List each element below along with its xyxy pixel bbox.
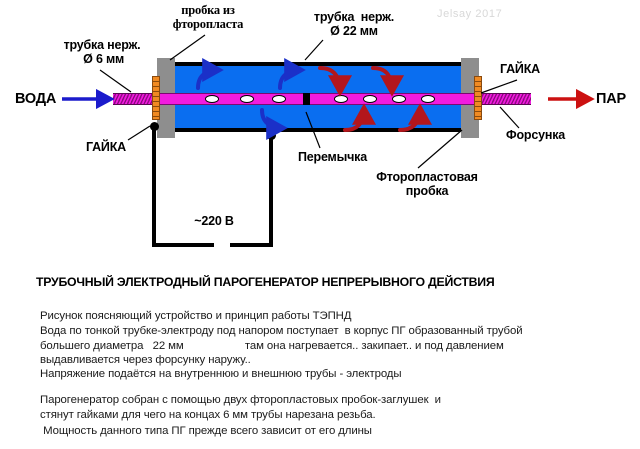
label-nozzle: Форсунка xyxy=(506,128,566,142)
body-line-7: стянут гайками для чего на концах 6 мм т… xyxy=(40,409,376,421)
tube-hole xyxy=(421,95,435,103)
leader-outer-tube xyxy=(304,39,324,61)
label-outer-tube: трубка нерж. Ø 22 мм xyxy=(313,10,395,38)
body-line-4: выдавливается через форсунку наружу.. xyxy=(40,354,251,366)
tube-hole xyxy=(272,95,286,103)
mains-voltage-label: ~220 В xyxy=(194,214,234,228)
leader-ptfe-plug-top xyxy=(169,34,206,61)
label-ptfe-plug-right: Фторопластовая пробка xyxy=(376,170,478,198)
jumper-block xyxy=(303,93,312,105)
body-line-5: Напряжение подаётся на внутреннюю и внеш… xyxy=(40,368,402,380)
inlet-threaded-tube xyxy=(113,93,161,105)
tube-hole xyxy=(392,95,406,103)
label-jumper: Перемычка xyxy=(298,150,367,164)
leader-nut-right xyxy=(480,79,518,94)
terminal-inner-electrode xyxy=(150,122,159,131)
inner-tube-left-section xyxy=(159,93,307,105)
tube-hole xyxy=(334,95,348,103)
nut-left xyxy=(152,76,160,120)
watermark-text: Jelsay 2017 xyxy=(437,8,503,20)
tube-hole xyxy=(240,95,254,103)
label-nut-left: ГАЙКА xyxy=(86,140,126,154)
leader-thin-tube xyxy=(99,69,132,93)
wire-bottom-left xyxy=(152,243,214,247)
leader-nozzle xyxy=(499,106,520,129)
body-line-8: Мощность данного типа ПГ прежде всего за… xyxy=(40,425,372,437)
leader-ptfe-plug-right xyxy=(417,129,463,169)
body-line-1: Рисунок поясняющий устройство и принцип … xyxy=(40,310,352,322)
tube-hole xyxy=(205,95,219,103)
page-title: ТРУБОЧНЫЙ ЭЛЕКТРОДНЫЙ ПАРОГЕНЕРАТОР НЕПР… xyxy=(36,275,495,289)
nut-right xyxy=(474,76,482,120)
nozzle-threaded-tube xyxy=(474,93,531,105)
label-ptfe-plug-top: пробка из фторопласта xyxy=(172,3,244,31)
body-line-6: Парогенератор собран с помощью двух фтор… xyxy=(40,394,441,406)
tube-hole xyxy=(363,95,377,103)
leader-nut-left xyxy=(127,125,151,141)
wire-bottom-right xyxy=(230,243,273,247)
label-steam-outlet: ПАР xyxy=(596,91,626,107)
body-line-3: большего диаметра 22 мм там она нагревае… xyxy=(40,340,504,352)
label-nut-right: ГАЙКА xyxy=(500,62,540,76)
wire-right-vertical xyxy=(269,136,273,246)
body-line-2: Вода по тонкой трубке-электроду под напо… xyxy=(40,325,523,337)
label-thin-tube: трубка нерж. Ø 6 мм xyxy=(63,38,141,66)
wire-left-vertical xyxy=(152,128,156,246)
label-water-inlet: ВОДА xyxy=(15,91,57,107)
